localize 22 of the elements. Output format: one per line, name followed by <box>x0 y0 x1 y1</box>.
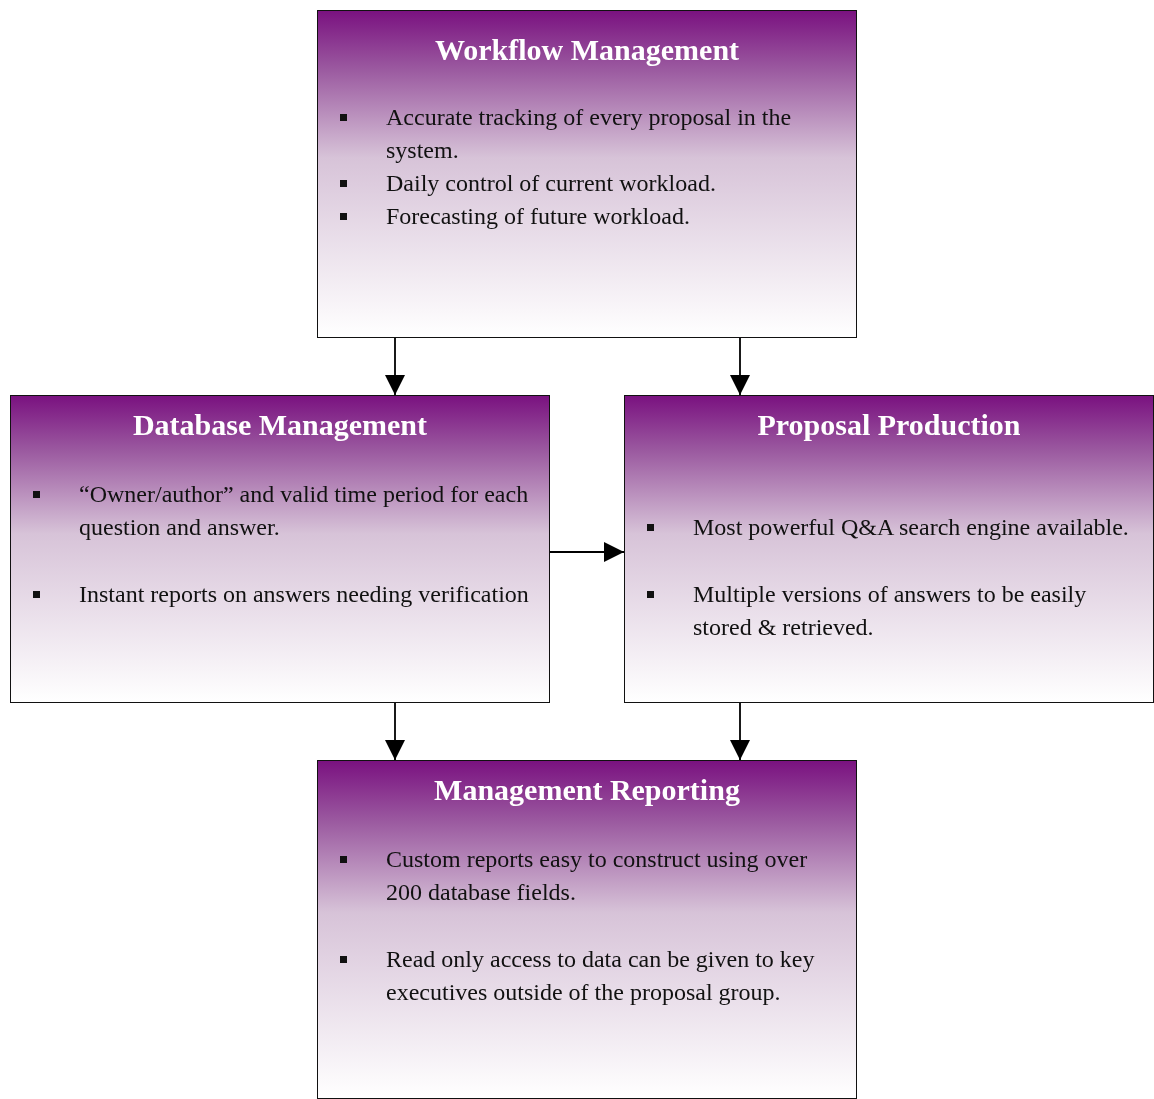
process-box <box>10 395 550 703</box>
box-heading: Management Reporting <box>433 773 741 807</box>
bullet-text: Instant reports on answers needing verification <box>79 580 530 609</box>
arrow <box>385 337 405 396</box>
arrow <box>549 542 625 562</box>
arrow <box>730 702 750 761</box>
arrow <box>385 702 405 761</box>
box-heading: Proposal Production <box>756 408 1022 442</box>
arrow <box>730 337 750 396</box>
process-box <box>317 760 857 1099</box>
bullet-text: Custom reports easy to construct using over 200 database fields. <box>386 845 809 907</box>
bullet-text: Accurate tracking of every proposal in the system. <box>386 103 793 165</box>
process-box <box>317 10 857 338</box>
bullet-text: Multiple versions of answers to be easily stored & retrieved. <box>693 580 1088 642</box>
process-box <box>624 395 1154 703</box>
bullet-text: Most powerful Q&A search engine available. <box>693 513 1130 542</box>
bullet-text: Read only access to data can be given to key executives outside of the proposal group. <box>386 945 816 1007</box>
box-heading: Database Management <box>131 408 429 442</box>
box-heading: Workflow Management <box>433 33 741 67</box>
bullet-text: Forecasting of future workload. <box>386 202 691 231</box>
bullet-text: “Owner/author” and valid time period for each question and answer. <box>79 480 530 542</box>
bullet-text: Daily control of current workload. <box>386 169 717 198</box>
